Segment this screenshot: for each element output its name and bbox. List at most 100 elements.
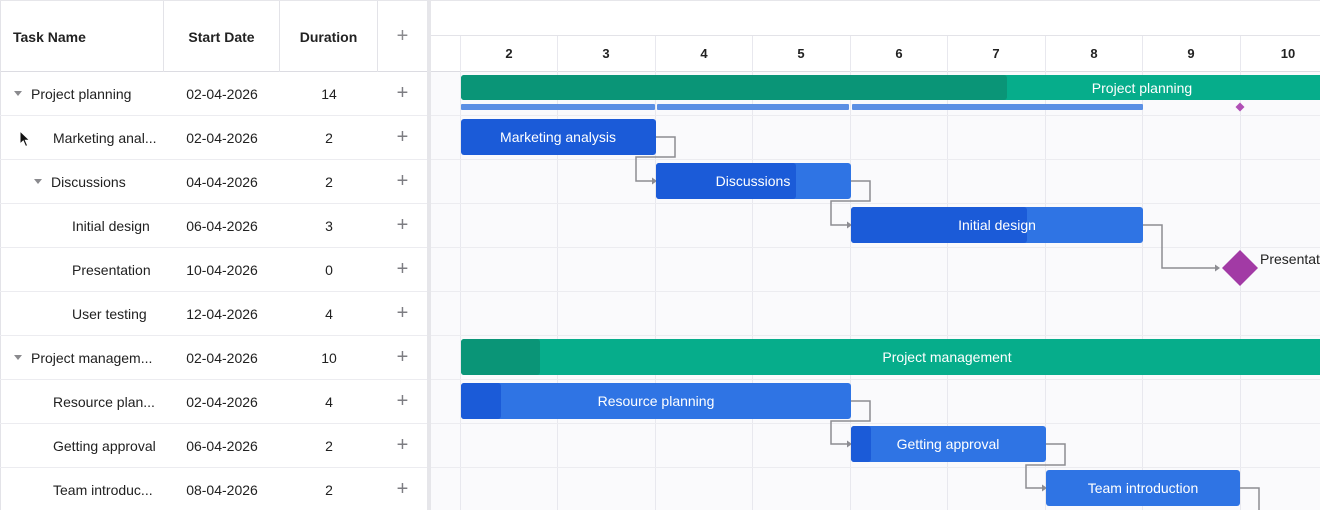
task-duration: 14 bbox=[321, 85, 337, 102]
grid-splitter[interactable] bbox=[427, 0, 431, 510]
add-subtask-button[interactable]: + bbox=[396, 390, 409, 412]
day-label: 10 bbox=[1281, 46, 1295, 61]
task-start-date: 02-04-2026 bbox=[186, 349, 258, 366]
task-duration: 2 bbox=[325, 481, 333, 498]
child-overview-strip bbox=[852, 104, 1143, 110]
task-start-date: 10-04-2026 bbox=[186, 261, 258, 278]
task-duration: 4 bbox=[325, 393, 333, 410]
task-duration: 2 bbox=[325, 437, 333, 454]
task-bar-getting-approval[interactable]: Getting approval bbox=[851, 426, 1046, 462]
dependency-connector[interactable] bbox=[635, 136, 676, 182]
child-overview-strip bbox=[461, 104, 655, 110]
grid-header: Task Name Start Date Duration + bbox=[0, 0, 427, 72]
day-label: 4 bbox=[700, 46, 708, 61]
dependency-arrow-icon bbox=[847, 221, 852, 229]
task-duration: 2 bbox=[325, 129, 333, 146]
add-column-button[interactable]: + bbox=[396, 25, 409, 47]
task-name: Getting approval bbox=[53, 437, 156, 454]
task-name: Discussions bbox=[51, 173, 126, 190]
task-bar-label: Discussions bbox=[716, 173, 791, 189]
dependency-connector[interactable] bbox=[1025, 443, 1066, 489]
dependency-connector[interactable] bbox=[830, 400, 871, 445]
task-bar-label: Marketing analysis bbox=[500, 129, 616, 145]
task-row-presentation[interactable]: Presentation 10-04-2026 0 + bbox=[0, 248, 427, 292]
day-label: 5 bbox=[797, 46, 804, 61]
task-bar-label: Team introduction bbox=[1088, 480, 1199, 496]
collapse-toggle-icon[interactable] bbox=[14, 91, 22, 96]
task-start-date: 02-04-2026 bbox=[186, 393, 258, 410]
day-label: 8 bbox=[1090, 46, 1097, 61]
task-name: Project planning bbox=[31, 85, 132, 102]
collapse-toggle-icon[interactable] bbox=[34, 179, 42, 184]
child-overview-strip bbox=[657, 104, 849, 110]
day-label: 6 bbox=[895, 46, 902, 61]
task-bar-resource-planning[interactable]: Resource planning bbox=[461, 383, 851, 419]
task-bar-marketing-analysis[interactable]: Marketing analysis bbox=[461, 119, 656, 155]
task-name: Resource plan... bbox=[53, 393, 155, 410]
task-start-date: 04-04-2026 bbox=[186, 173, 258, 190]
mouse-pointer-icon bbox=[19, 130, 31, 148]
task-name: Presentation bbox=[72, 261, 151, 278]
dependency-arrow-icon bbox=[1042, 484, 1047, 492]
task-row-project-planning[interactable]: Project planning 02-04-2026 14 + bbox=[0, 72, 427, 116]
add-subtask-button[interactable]: + bbox=[396, 82, 409, 104]
task-duration: 3 bbox=[325, 217, 333, 234]
task-start-date: 08-04-2026 bbox=[186, 481, 258, 498]
timeline-panel: 2 3 4 5 6 7 8 9 10 Project bbox=[431, 0, 1320, 510]
add-subtask-button[interactable]: + bbox=[396, 478, 409, 500]
dependency-arrow-icon bbox=[652, 177, 657, 185]
task-row-discussions[interactable]: Discussions 04-04-2026 2 + bbox=[0, 160, 427, 204]
milestone-label: Presentat bbox=[1260, 251, 1320, 267]
task-row-initial-design[interactable]: Initial design 06-04-2026 3 + bbox=[0, 204, 427, 248]
milestone-overview-marker bbox=[1235, 102, 1245, 112]
add-subtask-button[interactable]: + bbox=[396, 258, 409, 280]
task-row-resource-planning[interactable]: Resource plan... 02-04-2026 4 + bbox=[0, 380, 427, 424]
column-header-start-date[interactable]: Start Date bbox=[164, 1, 280, 72]
add-subtask-button[interactable]: + bbox=[396, 346, 409, 368]
add-subtask-button[interactable]: + bbox=[396, 214, 409, 236]
task-bar-label: Getting approval bbox=[897, 436, 1000, 452]
task-bar-label: Project management bbox=[882, 349, 1011, 365]
task-duration: 2 bbox=[325, 173, 333, 190]
task-start-date: 12-04-2026 bbox=[186, 305, 258, 322]
task-row-marketing-analysis[interactable]: Marketing anal... 02-04-2026 2 + bbox=[0, 116, 427, 160]
milestone-presentation[interactable]: Presentat bbox=[1222, 250, 1320, 286]
task-start-date: 06-04-2026 bbox=[186, 437, 258, 454]
task-row-getting-approval[interactable]: Getting approval 06-04-2026 2 + bbox=[0, 424, 427, 468]
task-grid: Task Name Start Date Duration + Project … bbox=[0, 0, 427, 510]
add-subtask-button[interactable]: + bbox=[396, 302, 409, 324]
task-bar-project-planning[interactable]: Project planning bbox=[461, 75, 1320, 100]
dependency-connector[interactable] bbox=[830, 180, 871, 226]
collapse-toggle-icon[interactable] bbox=[14, 355, 22, 360]
task-bar-initial-design[interactable]: Initial design bbox=[851, 207, 1143, 243]
task-name: Team introduc... bbox=[53, 481, 153, 498]
add-subtask-button[interactable]: + bbox=[396, 434, 409, 456]
task-bar-label: Resource planning bbox=[598, 393, 715, 409]
task-row-project-management[interactable]: Project managem... 02-04-2026 10 + bbox=[0, 336, 427, 380]
task-name: Initial design bbox=[72, 217, 150, 234]
task-name: User testing bbox=[72, 305, 147, 322]
dependency-connector[interactable] bbox=[1143, 224, 1215, 269]
task-duration: 4 bbox=[325, 305, 333, 322]
task-bar-label: Initial design bbox=[958, 217, 1036, 233]
add-subtask-button[interactable]: + bbox=[396, 170, 409, 192]
column-header-duration[interactable]: Duration bbox=[280, 1, 378, 72]
task-bar-discussions[interactable]: Discussions bbox=[656, 163, 851, 199]
column-header-task-name[interactable]: Task Name bbox=[0, 1, 164, 72]
task-row-user-testing[interactable]: User testing 12-04-2026 4 + bbox=[0, 292, 427, 336]
day-label: 2 bbox=[505, 46, 512, 61]
task-name: Project managem... bbox=[31, 349, 153, 366]
task-duration: 0 bbox=[325, 261, 333, 278]
task-start-date: 02-04-2026 bbox=[186, 129, 258, 146]
add-subtask-button[interactable]: + bbox=[396, 126, 409, 148]
task-bar-label: Project planning bbox=[1092, 80, 1192, 96]
dependency-connector[interactable] bbox=[1240, 487, 1260, 510]
task-row-team-introduction[interactable]: Team introduc... 08-04-2026 2 + bbox=[0, 468, 427, 510]
task-duration: 10 bbox=[321, 349, 337, 366]
task-bar-project-management[interactable]: Project management bbox=[461, 339, 1320, 375]
timeline-canvas: 2 3 4 5 6 7 8 9 10 Project bbox=[431, 0, 1320, 510]
dependency-arrow-icon bbox=[847, 440, 852, 448]
day-label: 7 bbox=[992, 46, 999, 61]
task-bar-team-introduction[interactable]: Team introduction bbox=[1046, 470, 1240, 506]
